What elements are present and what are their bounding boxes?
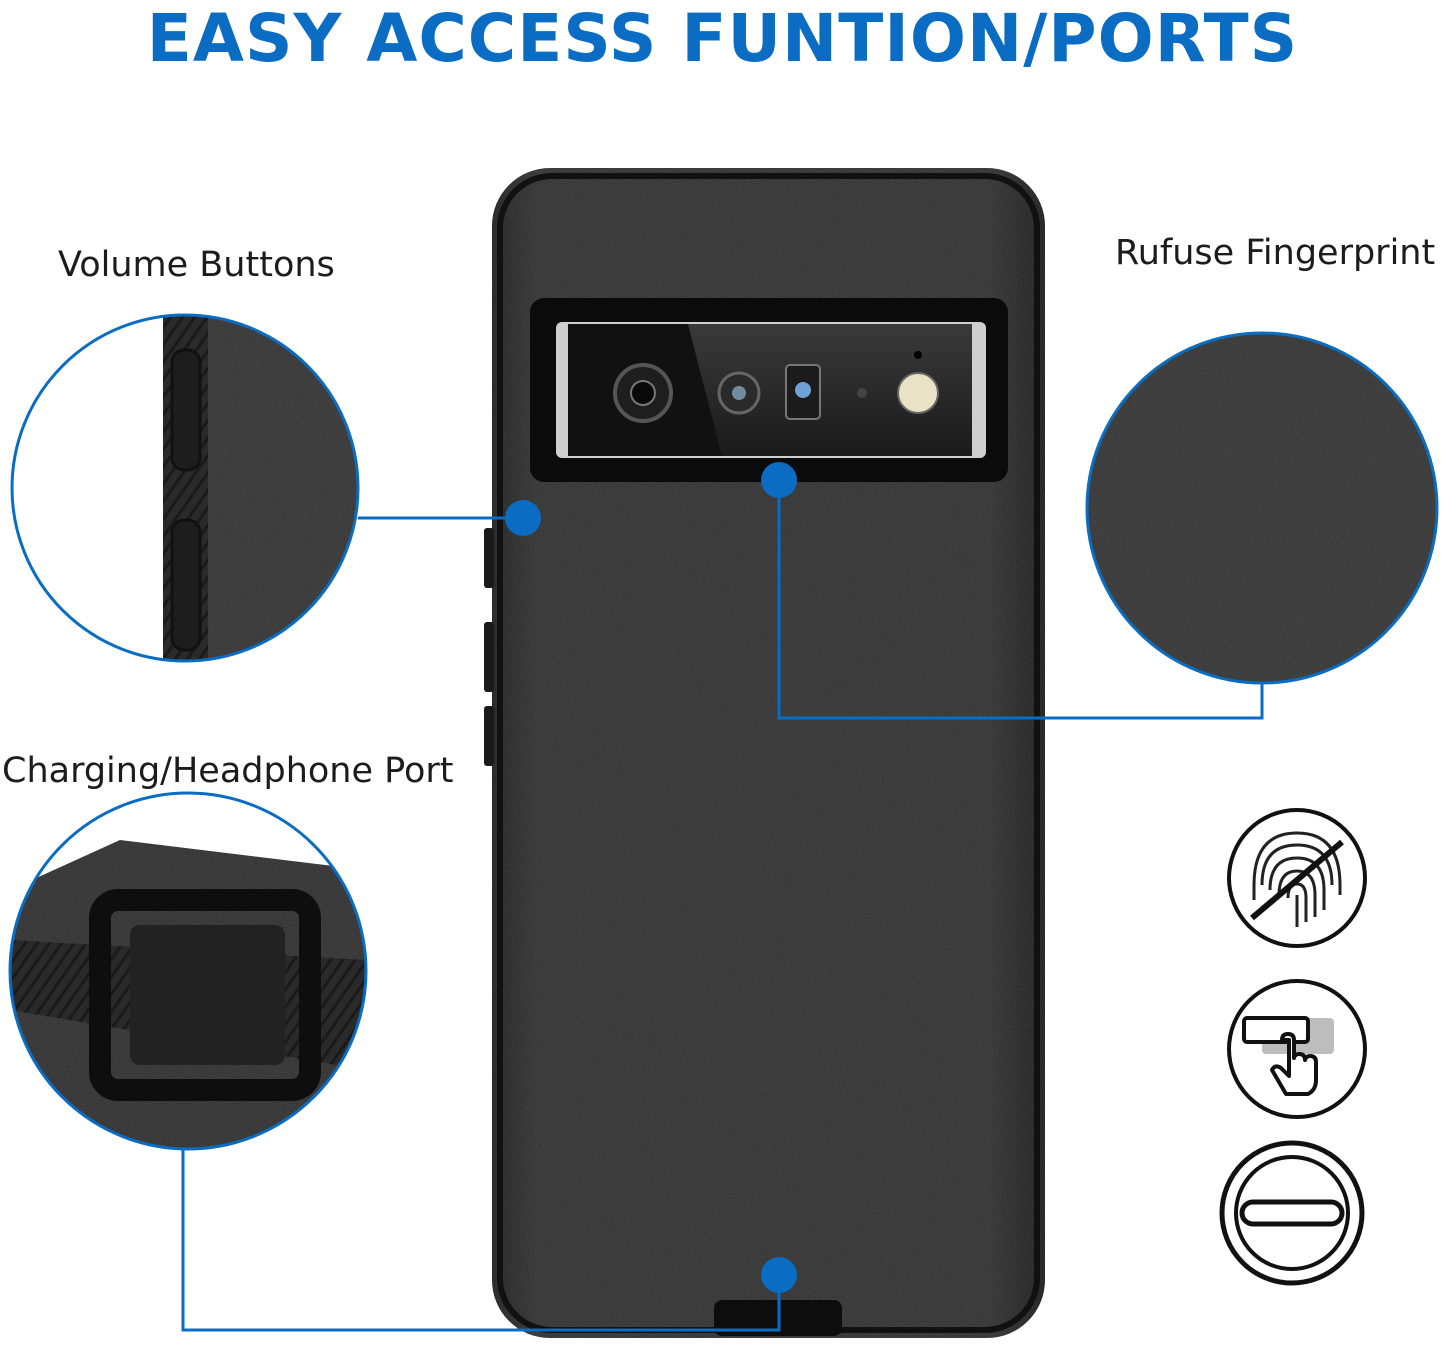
- port-connector: [181, 1149, 781, 1332]
- connector-lines: [181, 480, 1264, 1332]
- fingerprint-label: Rufuse Fingerprint: [1115, 233, 1436, 273]
- charging-port-label: Charging/Headphone Port: [2, 751, 454, 791]
- port-icon: [1219, 1140, 1365, 1286]
- fingerprint-icon: [1227, 808, 1367, 948]
- button-press-icon: [1227, 979, 1367, 1119]
- charging-port-zoom: [8, 791, 368, 1151]
- volume-buttons-zoom: [10, 313, 360, 663]
- port-hotspot: [761, 1257, 797, 1293]
- camera-bar: [530, 298, 1008, 482]
- volume-buttons-label: Volume Buttons: [58, 245, 335, 285]
- fingerprint-zoom: [1085, 331, 1439, 685]
- camera-hotspot: [761, 462, 797, 498]
- volume-hotspot: [505, 500, 541, 536]
- fingerprint-connector: [777, 480, 1264, 720]
- page-title: EASY ACCESS FUNTION/PORTS: [146, 0, 1299, 77]
